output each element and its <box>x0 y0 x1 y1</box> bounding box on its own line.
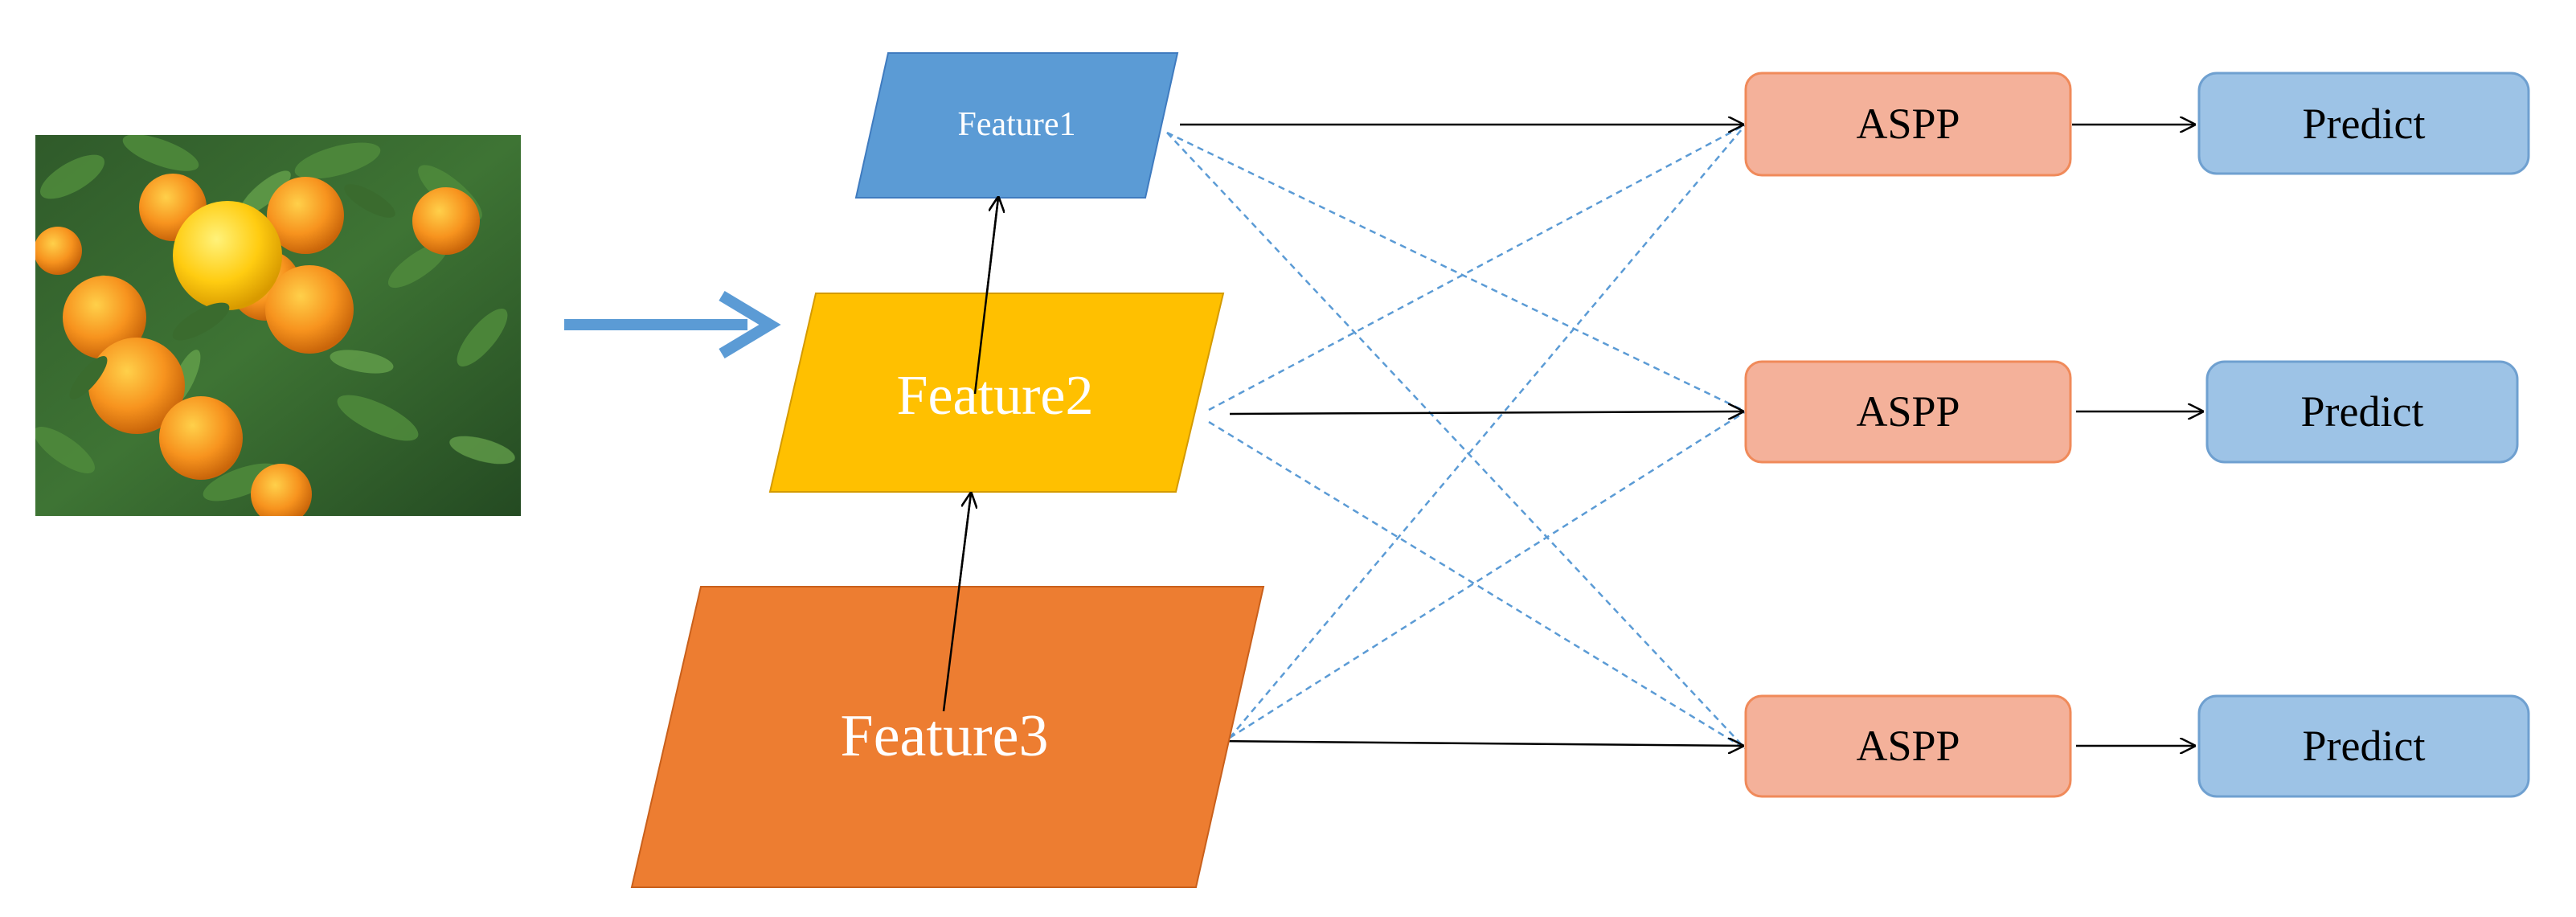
predict-3-label: Predict <box>2303 722 2426 770</box>
feature-1-block: Feature1 <box>854 52 1179 199</box>
feature-3-label: Feature3 <box>841 703 1049 769</box>
aspp-block-1: ASPP <box>1744 72 2072 177</box>
input-arrow <box>564 290 781 359</box>
feature-2-label: Feature2 <box>897 365 1094 427</box>
dashed-f2-a3 <box>1208 420 1747 751</box>
feature-2-block: Feature2 <box>768 293 1225 493</box>
predict-2-label: Predict <box>2301 387 2424 436</box>
predict-block-1: Predict <box>2197 72 2530 175</box>
aspp-block-2: ASPP <box>1744 360 2072 464</box>
dashed-f3-a1 <box>1229 124 1747 739</box>
arrow-f2-a2 <box>1229 411 1743 414</box>
dashed-f1-a3 <box>1166 132 1747 750</box>
orange-tree-photo-icon <box>35 135 521 516</box>
arrow-f3-a3 <box>1209 741 1743 746</box>
feature-1-label: Feature1 <box>958 106 1076 143</box>
dashed-connections <box>1166 123 1747 751</box>
feature-3-block: Feature3 <box>630 586 1265 888</box>
predict-1-label: Predict <box>2303 100 2426 148</box>
aspp-block-3: ASPP <box>1744 694 2072 798</box>
dashed-f2-a1 <box>1208 123 1747 411</box>
aspp-1-label: ASPP <box>1856 100 1960 148</box>
aspp-2-label: ASPP <box>1856 387 1960 436</box>
predict-block-3: Predict <box>2197 694 2530 798</box>
predict-block-2: Predict <box>2205 360 2519 464</box>
aspp-3-label: ASPP <box>1856 722 1960 770</box>
dashed-f1-a2 <box>1166 131 1747 413</box>
feature-upward-arrows <box>942 198 998 712</box>
dashed-f3-a2 <box>1229 410 1747 739</box>
